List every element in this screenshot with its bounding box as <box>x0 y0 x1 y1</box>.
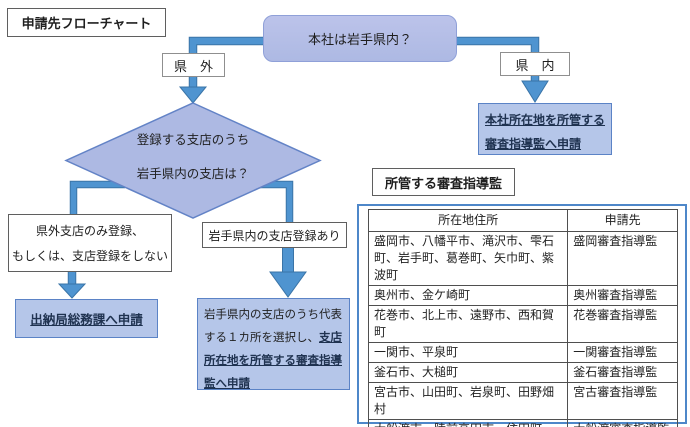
arrowhead-into-diamond <box>178 86 208 104</box>
connector-diamond-left-core <box>70 181 125 215</box>
table-row: 大船渡市、陸前高田市、住田町大船渡審査指導監 <box>367 419 678 427</box>
arrowhead-into-outside-result <box>57 283 87 299</box>
jurisdiction-table-frame: 所在地住所 申請先 盛岡市、八幡平市、滝沢市、雫石町、岩手町、葛巻町、矢巾町、紫… <box>357 204 687 427</box>
table-row: 花巻市、北上市、遠野市、西和賀町花巻審査指導監 <box>367 305 678 343</box>
cell-office: 宮古審査指導監 <box>567 382 678 420</box>
cell-addresses: 宮古市、山田町、岩泉町、田野畑村 <box>367 382 569 420</box>
jurisdiction-table-body: 盛岡市、八幡平市、滝沢市、雫石町、岩手町、葛巻町、矢巾町、紫波町盛岡審査指導監奥… <box>367 231 678 427</box>
inside-result-text: 本社所在地を所管する審査指導監へ申請 <box>485 113 606 151</box>
outside-condition-line2: もしくは、支店登録をしない <box>11 248 168 263</box>
branch-label-outside-text: 県 外 <box>173 58 213 74</box>
cell-addresses: 花巻市、北上市、遠野市、西和賀町 <box>367 305 569 343</box>
outside-condition-line1: 県外支店のみ登録、 <box>35 224 144 239</box>
arrowhead-into-branch-result <box>269 271 307 298</box>
arrowhead-into-inside-result <box>521 80 549 103</box>
outside-result-node: 出納局総務課へ申請 <box>15 299 158 338</box>
cell-office: 一関審査指導監 <box>567 342 678 363</box>
table-heading: 所管する審査指導監 <box>372 168 515 196</box>
branch-result-node: 岩手県内の支店のうち代表する１カ所を選択し、支店所在地を所管する審査指導監へ申請 <box>197 298 350 390</box>
connector-diamond-left <box>69 180 125 215</box>
branch-result-text-emphasis: 支店所在地を所管する審査指導監へ申請 <box>204 332 342 390</box>
page-title: 申請先フローチャート <box>7 8 166 37</box>
inside-result-node: 本社所在地を所管する審査指導監へ申請 <box>478 103 612 155</box>
decision-text: 登録する支店のうち 岩手県内の支店は？ <box>66 129 320 182</box>
cell-office: 花巻審査指導監 <box>567 305 678 343</box>
branch-condition-node: 岩手県内の支店登録あり <box>202 222 347 248</box>
branch-result-text-normal: 岩手県内の支店のうち代表する１カ所を選択し、 <box>204 309 342 344</box>
start-node: 本社は岩手県内？ <box>263 15 457 62</box>
branch-label-inside-pref: 県 内 <box>500 52 570 76</box>
cell-addresses: 奥州市、金ケ崎町 <box>367 285 569 306</box>
table-heading-label: 所管する審査指導監 <box>384 175 502 191</box>
cell-office: 釜石審査指導監 <box>567 362 678 383</box>
cell-addresses: 一関市、平泉町 <box>367 342 569 363</box>
cell-addresses: 盛岡市、八幡平市、滝沢市、雫石町、岩手町、葛巻町、矢巾町、紫波町 <box>367 231 569 286</box>
table-row: 盛岡市、八幡平市、滝沢市、雫石町、岩手町、葛巻町、矢巾町、紫波町盛岡審査指導監 <box>367 231 678 286</box>
branch-condition-text: 岩手県内の支店登録あり <box>208 228 341 243</box>
start-node-label: 本社は岩手県内？ <box>307 32 412 47</box>
table-row: 宮古市、山田町、岩泉町、田野畑村宮古審査指導監 <box>367 382 678 420</box>
table-header-row: 所在地住所 申請先 <box>367 209 678 232</box>
cell-office: 奥州審査指導監 <box>567 285 678 306</box>
table-row: 釜石市、大槌町釜石審査指導監 <box>367 362 678 383</box>
column-header-address: 所在地住所 <box>367 209 569 232</box>
connector-diamond-right <box>250 180 294 224</box>
table-row: 奥州市、金ケ崎町奥州審査指導監 <box>367 285 678 306</box>
cell-addresses: 大船渡市、陸前高田市、住田町 <box>367 419 569 427</box>
decision-line2: 岩手県内の支店は？ <box>136 167 250 181</box>
table-row: 一関市、平泉町一関審査指導監 <box>367 342 678 363</box>
connector-diamond-right-core <box>250 181 293 224</box>
outside-result-text: 出納局総務課へ申請 <box>30 313 143 327</box>
column-header-office: 申請先 <box>567 209 678 232</box>
decision-diamond <box>64 102 322 219</box>
cell-office: 盛岡審査指導監 <box>567 231 678 286</box>
cell-addresses: 釜石市、大槌町 <box>367 362 569 383</box>
cell-office: 大船渡審査指導監 <box>567 419 678 427</box>
jurisdiction-table: 所在地住所 申請先 盛岡市、八幡平市、滝沢市、雫石町、岩手町、葛巻町、矢巾町、紫… <box>367 209 678 427</box>
page-title-label: 申請先フローチャート <box>21 16 152 31</box>
outside-condition-node: 県外支店のみ登録、 もしくは、支店登録をしない <box>8 214 172 272</box>
branch-label-outside-pref: 県 外 <box>162 53 225 77</box>
decision-line1: 登録する支店のうち <box>136 133 250 147</box>
branch-label-inside-text: 県 内 <box>515 57 555 73</box>
